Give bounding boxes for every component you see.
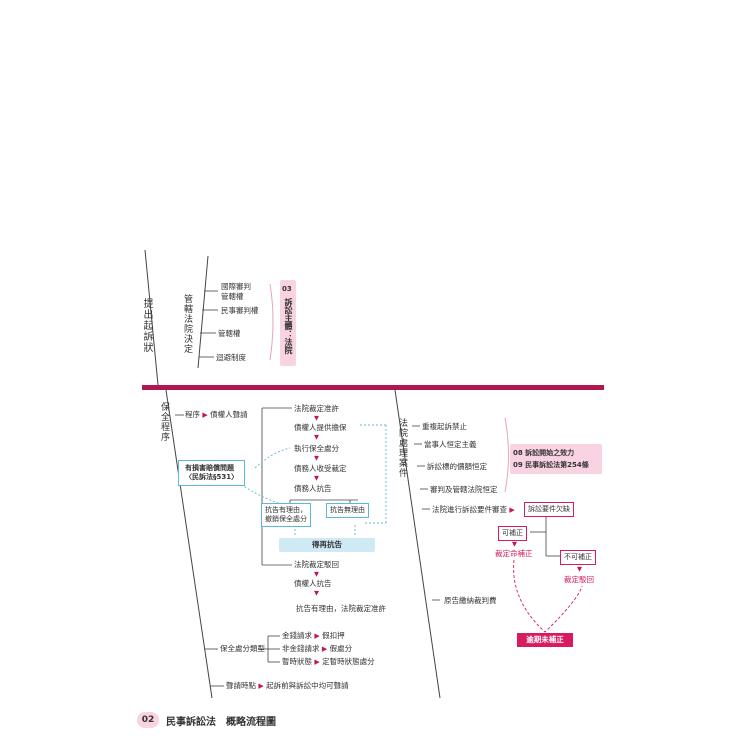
preservation-label: 保全程序 xyxy=(159,402,169,442)
timing-value: 起訴前與訴訟中均可聲請 xyxy=(266,681,349,690)
badge-text: 訴訟主體：法院 xyxy=(284,298,293,354)
court-subject-badge: 03 訴訟主體：法院 xyxy=(280,280,296,366)
order-fix: 裁定命補正 xyxy=(495,549,533,558)
damage-box: 有損害賠償問題 〈民訴法§531〉 xyxy=(178,460,246,486)
arrow-right-icon: ▶ xyxy=(509,506,515,514)
flow-provide-guarantee: 債權人提供擔保 xyxy=(294,423,347,432)
arrow-down-icon: ▼ xyxy=(314,570,319,578)
timing-label: 聲請時點 xyxy=(226,681,256,690)
timing-row: 聲請時點 ▶ 起訴前與訴訟中均可聲請 xyxy=(226,681,349,691)
damage-box-line2: 〈民訴法§531〉 xyxy=(185,473,239,481)
dismiss-order: 裁定駁回 xyxy=(564,575,594,584)
arrow-down-icon: ▼ xyxy=(314,454,319,462)
reference-box: 08 訴訟開始之效力 09 民事訴訟法第254條 xyxy=(510,444,602,474)
review-row: 法院進行訴訟要件審查 ▶ xyxy=(432,505,515,515)
type-nonmoney: 非金錢請求 xyxy=(282,644,320,653)
court-reject: 法院裁定駁回 xyxy=(294,560,339,569)
appeal-permit: 抗告有理由，法院裁定准許 xyxy=(296,604,386,613)
appeal-reason-line2: 撤銷保全處分 xyxy=(265,515,307,523)
arrow-right-icon: ▶ xyxy=(202,411,208,419)
can-fix-box: 可補正 xyxy=(498,526,527,541)
reappeal-box: 得再抗告 xyxy=(279,538,375,552)
appeal-no-reason-box: 抗告無理由 xyxy=(326,503,369,518)
pay-fee: 原告繳納裁判費 xyxy=(444,596,497,605)
damage-box-line1: 有損害賠償問題 xyxy=(185,464,234,472)
badge-number: 03 xyxy=(282,285,292,293)
flow-receive: 債務人收受裁定 xyxy=(294,464,347,473)
program-label: 程序 xyxy=(185,410,200,419)
page-number: 02 xyxy=(137,712,159,728)
civil-jurisdiction-item: 民事審判權 xyxy=(221,306,259,315)
creditor-apply: 債權人聲請 xyxy=(210,410,248,419)
type-row-nonmoney: 非金錢請求 ▶ 假處分 xyxy=(282,644,352,654)
type-row-money: 金錢請求 ▶ 假扣押 xyxy=(282,631,345,641)
type-row-temporary: 暫時狀態 ▶ 定暫時狀態處分 xyxy=(282,657,375,667)
review-label: 法院進行訴訟要件審查 xyxy=(432,505,507,514)
court-fixation: 審判及管轄法院恒定 xyxy=(430,485,498,494)
program-row: 程序 ▶ 債權人聲請 xyxy=(185,410,248,420)
page-title: 民事訴訟法 概略流程圖 xyxy=(166,717,276,728)
flow-debtor-appeal: 債務人抗告 xyxy=(294,484,332,493)
court-handle-label: 法院處理案件 xyxy=(397,418,407,478)
appeal-reason-line1: 抗告有理由， xyxy=(265,506,307,514)
arrow-down-icon: ▼ xyxy=(512,540,517,548)
arrow-right-icon: ▶ xyxy=(314,658,320,666)
arrow-down-icon: ▼ xyxy=(577,565,582,573)
value-fixation: 訴訟標的價額恒定 xyxy=(427,462,487,471)
arrow-down-icon: ▼ xyxy=(314,433,319,441)
reference-1: 08 訴訟開始之效力 xyxy=(513,449,575,457)
type-temporary: 暫時狀態 xyxy=(282,657,312,666)
submit-complaint-label: 提出起訴狀 xyxy=(141,298,152,353)
appeal-reason-box: 抗告有理由， 撤銷保全處分 xyxy=(261,503,311,527)
jurisdiction-label: 管轄法院決定 xyxy=(182,294,192,354)
arrow-down-icon: ▼ xyxy=(314,414,319,422)
defect-box: 訴訟要件欠缺 xyxy=(524,502,574,517)
type-temporary-order: 定暫時狀態處分 xyxy=(322,657,375,666)
arrow-down-icon: ▼ xyxy=(314,589,319,597)
arrow-right-icon: ▶ xyxy=(314,632,320,640)
type-injunction: 假處分 xyxy=(329,644,353,653)
overdue-box: 逾期未補正 xyxy=(517,633,573,647)
cannot-fix-box: 不可補正 xyxy=(560,550,596,565)
flow-court-permit: 法院裁定准許 xyxy=(294,404,339,413)
venue-item: 管轄權 xyxy=(218,329,241,338)
intl-jurisdiction-item-2: 管轄權 xyxy=(221,292,244,301)
intl-jurisdiction-item: 國際審判 xyxy=(221,282,251,291)
arrow-down-icon: ▼ xyxy=(314,474,319,482)
types-label: 保全處分類型 xyxy=(220,644,265,653)
type-money: 金錢請求 xyxy=(282,631,312,640)
recusal-item: 迴避制度 xyxy=(216,353,246,362)
reference-2: 09 民事訴訟法第254條 xyxy=(513,461,589,469)
no-duplicate-suit: 重複起訴禁止 xyxy=(422,422,467,431)
party-fixation: 當事人恒定主義 xyxy=(424,440,477,449)
arrow-right-icon: ▶ xyxy=(258,682,264,690)
arrow-right-icon: ▶ xyxy=(321,645,328,653)
type-attachment: 假扣押 xyxy=(322,631,345,640)
flow-execute: 執行保全處分 xyxy=(294,444,339,453)
creditor-appeal: 債權人抗告 xyxy=(294,579,332,588)
